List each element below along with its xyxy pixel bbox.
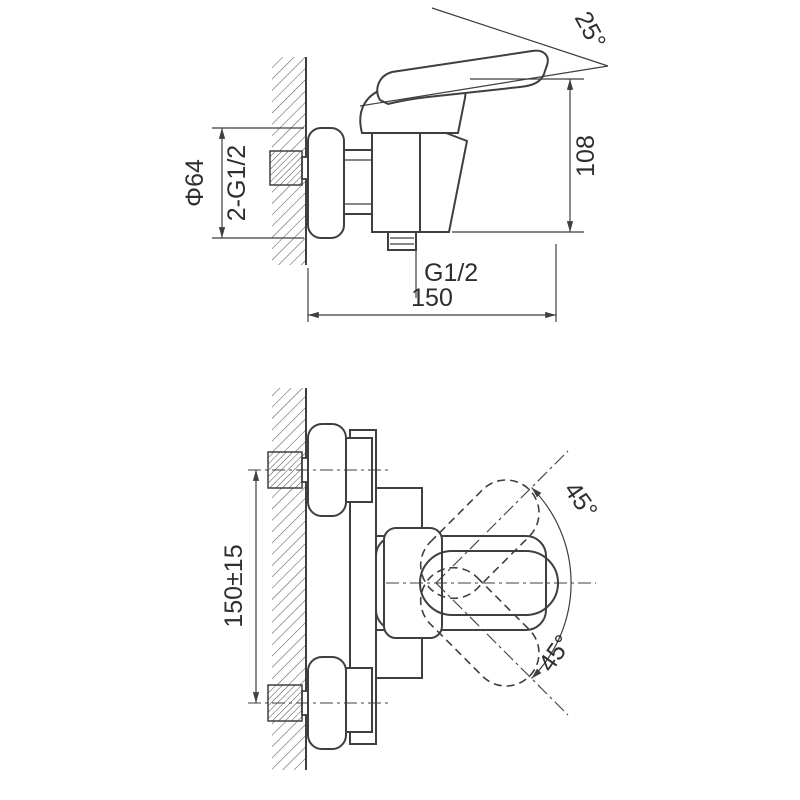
- dim-label-flange-diameter: Φ64: [181, 159, 209, 207]
- angle-leg-lower: [359, 65, 609, 107]
- outlet-stub: [387, 231, 417, 251]
- dimension-outlet-thread: G1/2: [415, 250, 478, 298]
- swing-arc: [531, 487, 572, 679]
- phantom-outline: [419, 566, 540, 687]
- handle-lever-side: [376, 49, 549, 106]
- front-view: 45° 45° 150±15: [220, 388, 603, 770]
- top-view: 25° 108 Φ64 2-G1/2 G1/2 150: [181, 7, 611, 322]
- dim-label-swing-upper: 45°: [558, 477, 603, 524]
- radial-centerline-down: [435, 582, 569, 716]
- phantom-handle-down: [419, 566, 540, 687]
- dim-label-wall-inlet-thread: 2-G1/2: [223, 145, 251, 221]
- dim-label-inlet-spacing: 150±15: [220, 544, 248, 627]
- dimension-height-108: 108: [452, 78, 600, 233]
- dimension-depth-150: 150: [307, 244, 557, 322]
- radial-centerline-up: [435, 450, 569, 584]
- dimension-inlet-spacing: 150±15: [220, 470, 260, 703]
- dim-label-height: 108: [572, 135, 600, 177]
- spout-profile: [419, 132, 469, 233]
- angle-leg-upper: [431, 7, 609, 67]
- phantom-outline: [419, 479, 540, 600]
- inlet-fitting-bottom: [345, 667, 373, 733]
- dimension-flange-diameter: Φ64 2-G1/2: [181, 127, 304, 239]
- inlet-connector: [343, 149, 373, 215]
- escutcheon-side: [307, 127, 345, 239]
- phantom-handle-up: [419, 479, 540, 600]
- dim-label-depth: 150: [411, 284, 453, 312]
- concealed-inlet-nut: [269, 150, 303, 186]
- dim-label-handle-angle: 25°: [569, 7, 611, 54]
- dim-label-outlet-thread: G1/2: [424, 259, 478, 287]
